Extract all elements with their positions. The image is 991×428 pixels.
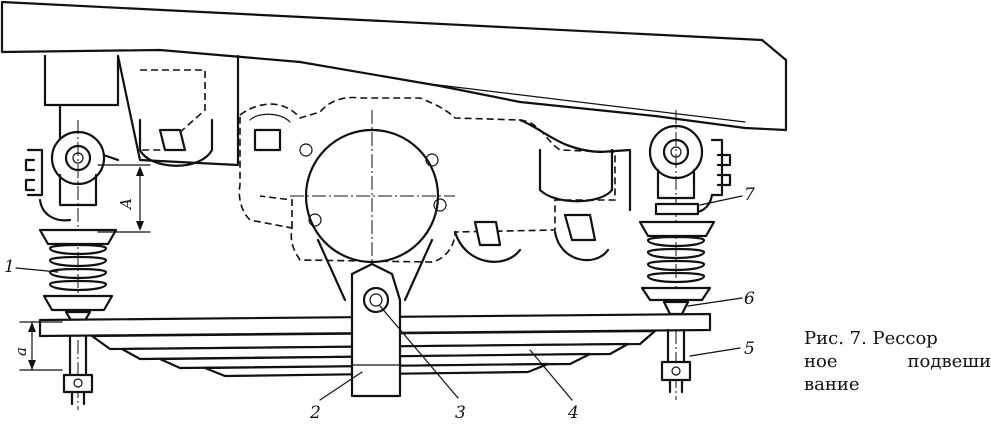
part-label-1: 1: [4, 257, 15, 277]
axle-housing: [238, 96, 632, 263]
caption-line-2: ное подвеши: [804, 351, 991, 372]
right-bump-stop: [453, 148, 614, 263]
part-label-3: 3: [455, 403, 466, 423]
left-coil-spring: [38, 228, 118, 324]
leader-lines: [15, 195, 743, 401]
right-shackle: [648, 110, 732, 400]
dimension-label-A: A: [117, 198, 135, 211]
axle-hub: [290, 110, 455, 302]
part-label-5: 5: [744, 339, 755, 359]
caption-line-1: Рис. 7. Рессор: [804, 328, 938, 349]
part-label-2: 2: [309, 403, 321, 423]
central-clamp: [350, 262, 402, 398]
dimension-a-small: [19, 321, 63, 371]
left-shackle: [24, 120, 106, 410]
right-coil-spring: [638, 202, 716, 316]
part-label-7: 7: [744, 185, 755, 205]
part-label-6: 6: [744, 289, 755, 309]
caption-line-3: вание: [804, 374, 860, 395]
vehicle-frame: [0, 0, 788, 132]
left-bolt: [62, 334, 94, 406]
dimension-a-large: [97, 164, 151, 233]
left-bump-stop: [138, 113, 291, 167]
right-bolt: [660, 328, 692, 394]
part-label-4: 4: [567, 403, 579, 423]
figure-caption: Рис. 7. Рессор ное подвеши вание: [804, 327, 991, 396]
dimension-label-a: a: [12, 347, 30, 356]
